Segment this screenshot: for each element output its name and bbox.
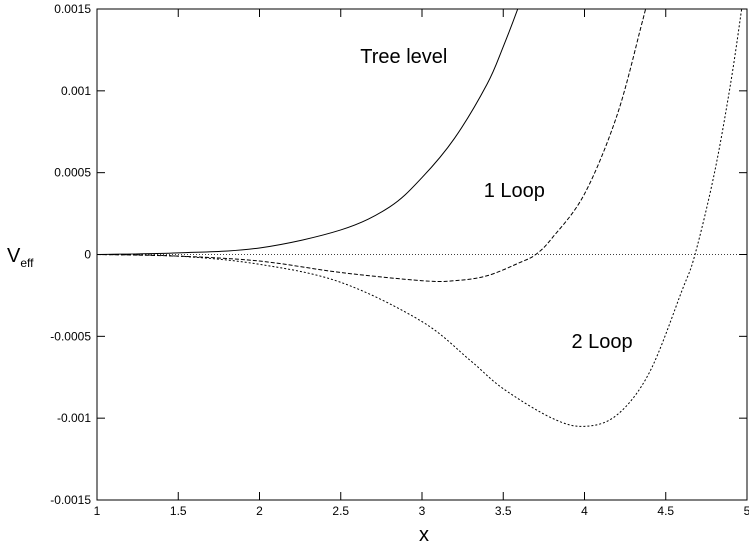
x-tick-label: 1 [94, 504, 101, 518]
y-tick-label: 0 [84, 248, 91, 262]
x-tick-label: 2 [256, 504, 263, 518]
y-tick-label: 0.001 [61, 84, 91, 98]
annotation-label-2: 1 Loop [484, 180, 545, 202]
series [97, 9, 743, 427]
y-axis-label-main: V [7, 245, 21, 267]
x-tick-label: 5 [744, 504, 749, 518]
y-tick-label: -0.001 [57, 411, 91, 425]
x-tick-label: 3 [419, 504, 426, 518]
series-line-3 [97, 9, 743, 427]
series-line-1 [97, 9, 519, 255]
x-tick-label: 2.5 [332, 504, 349, 518]
y-tick-label: -0.0015 [50, 493, 91, 507]
y-axis-label: Veff [7, 245, 34, 270]
x-tick-label: 1.5 [170, 504, 187, 518]
x-tick-label: 4 [581, 504, 588, 518]
y-tick-label: -0.0005 [50, 329, 91, 343]
annotation-label-3: 2 Loop [572, 331, 633, 353]
axes: 1 1.5 2 2.5 3 3.5 4 4.5 5 -0.0015 -0.001 -0.0005 0 0.… [50, 2, 749, 518]
x-tick-label: 3.5 [495, 504, 512, 518]
annotations: Tree level 1 Loop 2 Loop [360, 46, 632, 353]
y-tick-label: 0.0015 [54, 2, 91, 16]
annotation-label-1: Tree level [360, 46, 447, 68]
y-tick-label: 0.0005 [54, 166, 91, 180]
y-axis-label-sub: eff [20, 256, 34, 270]
series-line-2 [97, 9, 647, 283]
x-axis-label: x [419, 524, 429, 546]
x-tick-label: 4.5 [657, 504, 674, 518]
